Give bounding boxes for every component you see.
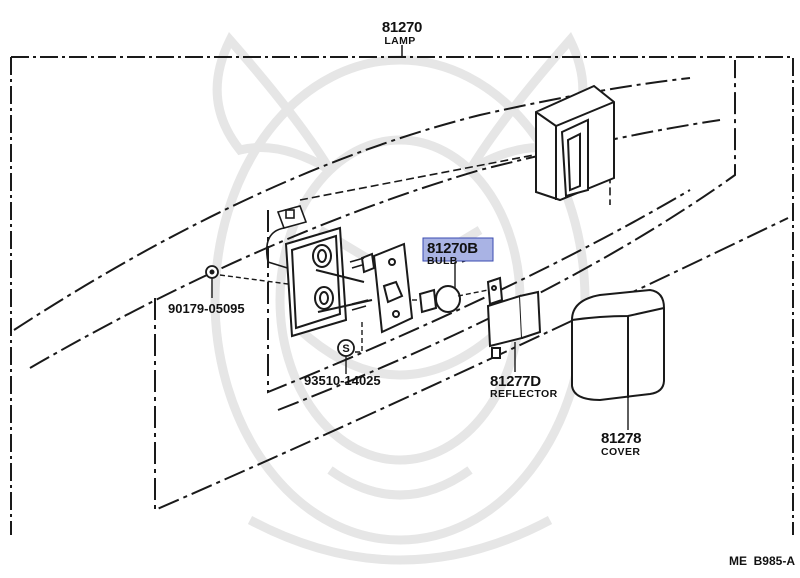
bulb-drawing — [418, 285, 461, 314]
part-name-lamp: LAMP — [384, 35, 415, 47]
part-label-screw[interactable]: 90179-05095 — [168, 301, 245, 316]
part-label-lamp[interactable]: 81270 LAMP — [382, 19, 423, 47]
part-number-bulb: 81270B — [427, 240, 478, 257]
part-number-nut: 93510-14025 — [304, 373, 381, 388]
svg-text:S: S — [342, 343, 349, 355]
diagram-reference-code: ME B985-A — [729, 554, 795, 568]
mounting-screws — [315, 257, 373, 313]
lamp-base-plate — [284, 226, 348, 338]
part-label-reflector[interactable]: 81277D REFLECTOR — [490, 373, 558, 400]
leader-lines — [211, 262, 629, 430]
bulb-highlight-box — [422, 237, 494, 262]
part-number-lamp: 81270 — [382, 19, 422, 36]
part-name-bulb: BULB — [427, 255, 458, 267]
part-number-cover: 81278 — [601, 430, 641, 447]
part-number-reflector: 81277D — [490, 373, 541, 390]
lamp-assembly-boundary — [10, 56, 794, 535]
nut-s-icon: S — [337, 339, 355, 357]
wire-connector — [265, 205, 308, 271]
screw-head-icon — [205, 265, 219, 279]
part-number-screw: 90179-05095 — [168, 301, 245, 316]
part-label-nut[interactable]: 93510-14025 — [304, 373, 381, 388]
lamp-housing — [535, 84, 615, 202]
reflector-drawing — [486, 276, 542, 359]
part-label-cover[interactable]: 81278 COVER — [601, 430, 642, 458]
cover-drawing — [571, 288, 665, 402]
part-name-cover: COVER — [601, 446, 640, 458]
bulb-socket-bracket — [360, 242, 414, 334]
part-name-reflector: REFLECTOR — [490, 388, 558, 400]
part-label-bulb[interactable]: 81270B BULB — [427, 240, 479, 267]
